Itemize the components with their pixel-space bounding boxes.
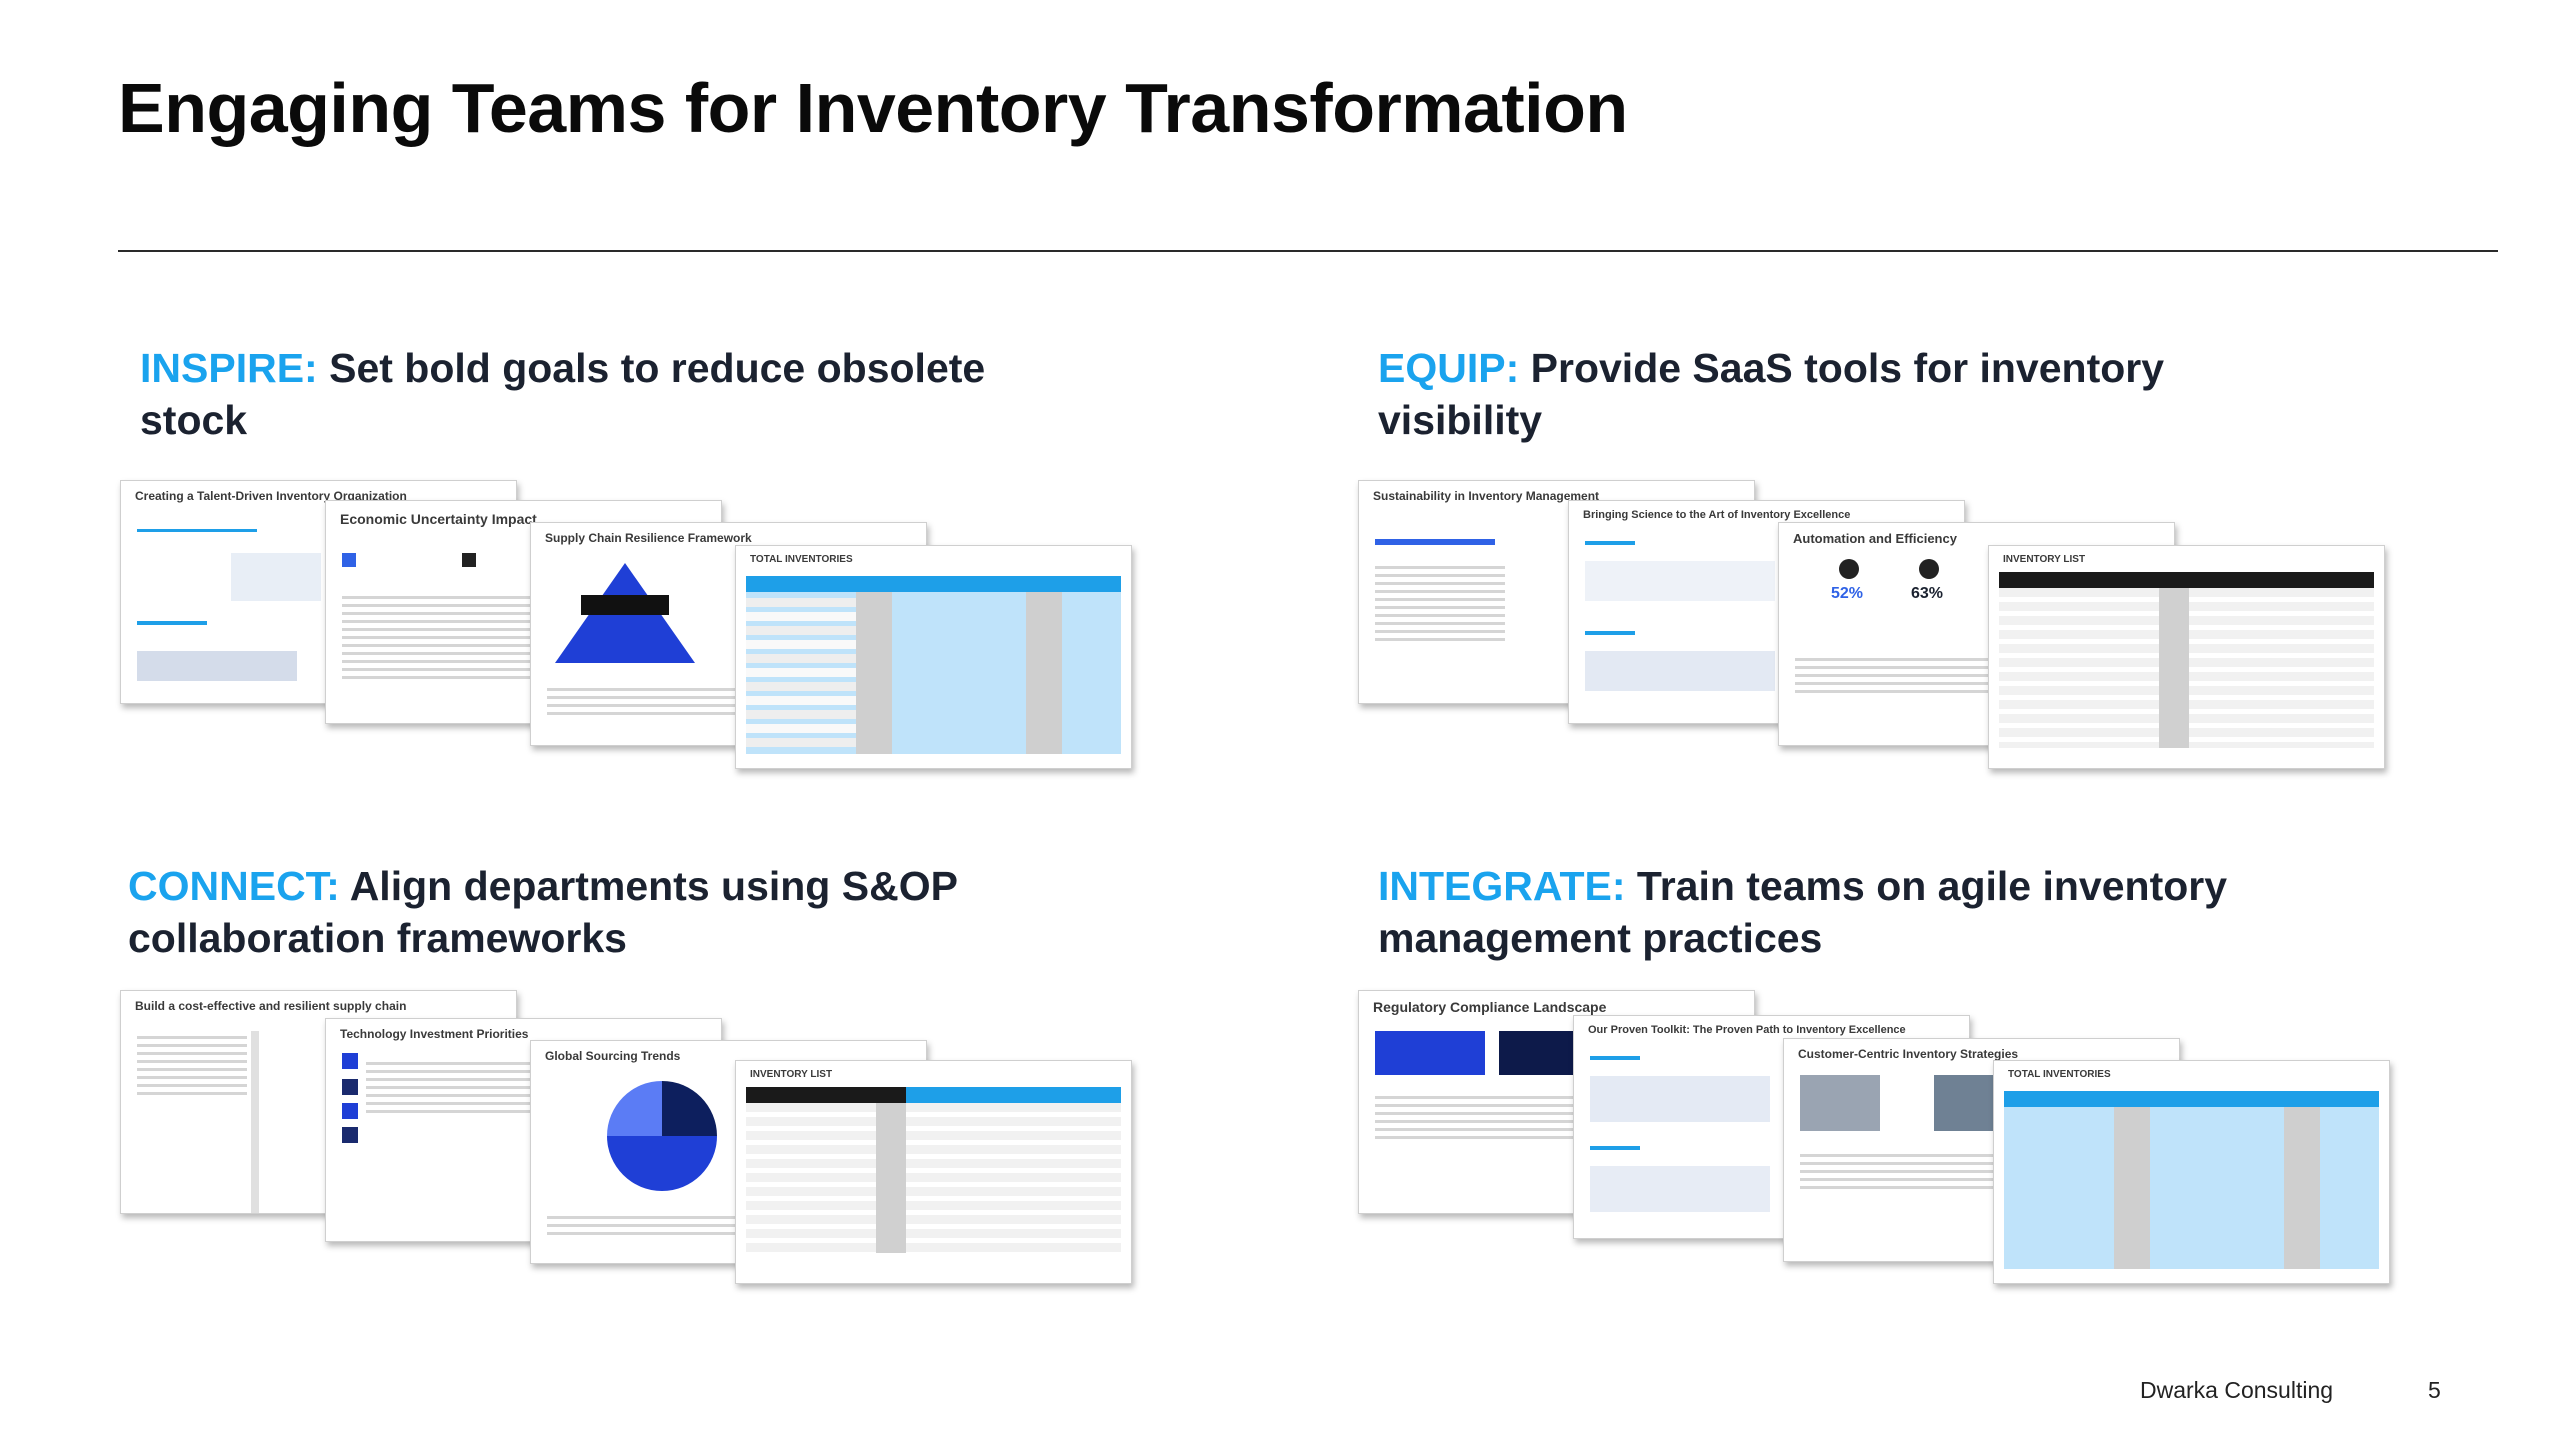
title-divider <box>118 250 2498 252</box>
thumb-title: Customer-Centric Inventory Strategies <box>1798 1047 2019 1061</box>
equip-text: Provide SaaS tools for inventory visibil… <box>1378 345 2165 443</box>
connect-keyword: CONNECT: <box>128 863 340 909</box>
inspire-keyword: INSPIRE: <box>140 345 318 391</box>
integrate-text: Train teams on agile inventory managemen… <box>1378 863 2228 961</box>
thumb-title: TOTAL INVENTORIES <box>2008 1069 2111 1080</box>
thumb-title: Automation and Efficiency <box>1793 531 1957 546</box>
equip-heading: EQUIP: Provide SaaS tools for inventory … <box>1378 342 2278 446</box>
integrate-heading: INTEGRATE: Train teams on agile inventor… <box>1378 860 2278 964</box>
thumb-title: Our Proven Toolkit: The Proven Path to I… <box>1588 1024 1906 1036</box>
thumb-inventory-list-2[interactable]: INVENTORY LIST <box>735 1060 1132 1284</box>
thumb-title: Bringing Science to the Art of Inventory… <box>1583 509 1851 521</box>
thumb-title: INVENTORY LIST <box>750 1069 833 1080</box>
connect-heading: CONNECT: Align departments using S&OP co… <box>128 860 1028 964</box>
thumb-title: Supply Chain Resilience Framework <box>545 531 752 545</box>
slide-title: Engaging Teams for Inventory Transformat… <box>118 69 1628 147</box>
equip-keyword: EQUIP: <box>1378 345 1520 391</box>
thumb-title: Build a cost-effective and resilient sup… <box>135 999 407 1013</box>
thumb-title: Regulatory Compliance Landscape <box>1373 999 1607 1015</box>
inspire-heading: INSPIRE: Set bold goals to reduce obsole… <box>140 342 1040 446</box>
connect-text: Align departments using S&OP collaborati… <box>128 863 958 961</box>
stat-63: 63% <box>1911 585 1944 602</box>
thumb-title: Creating a Talent-Driven Inventory Organ… <box>135 489 407 503</box>
stat-52: 52% <box>1831 585 1864 602</box>
thumb-title: Global Sourcing Trends <box>545 1049 681 1063</box>
thumb-title: Economic Uncertainty Impact <box>340 511 537 527</box>
thumb-title: Technology Investment Priorities <box>340 1027 529 1041</box>
integrate-keyword: INTEGRATE: <box>1378 863 1626 909</box>
thumb-inventory-list[interactable]: INVENTORY LIST <box>1988 545 2385 769</box>
inspire-thumbnails: Creating a Talent-Driven Inventory Organ… <box>120 480 1170 780</box>
inspire-text: Set bold goals to reduce obsolete stock <box>140 345 986 443</box>
sourcing-pie-chart <box>607 1081 717 1191</box>
thumb-total-inventories[interactable]: TOTAL INVENTORIES <box>735 545 1132 769</box>
connect-thumbnails: Build a cost-effective and resilient sup… <box>120 990 1170 1290</box>
page-number: 5 <box>2428 1377 2441 1403</box>
footer-company: Dwarka Consulting <box>2140 1377 2334 1403</box>
thumb-total-inventories-2[interactable]: TOTAL INVENTORIES <box>1993 1060 2390 1284</box>
equip-thumbnails: Sustainability in Inventory Management B… <box>1358 480 2408 780</box>
thumb-title: Sustainability in Inventory Management <box>1373 489 1600 503</box>
integrate-thumbnails: Regulatory Compliance Landscape Our Prov… <box>1358 990 2408 1290</box>
thumb-title: TOTAL INVENTORIES <box>750 554 853 565</box>
thumb-title: INVENTORY LIST <box>2003 554 2086 565</box>
